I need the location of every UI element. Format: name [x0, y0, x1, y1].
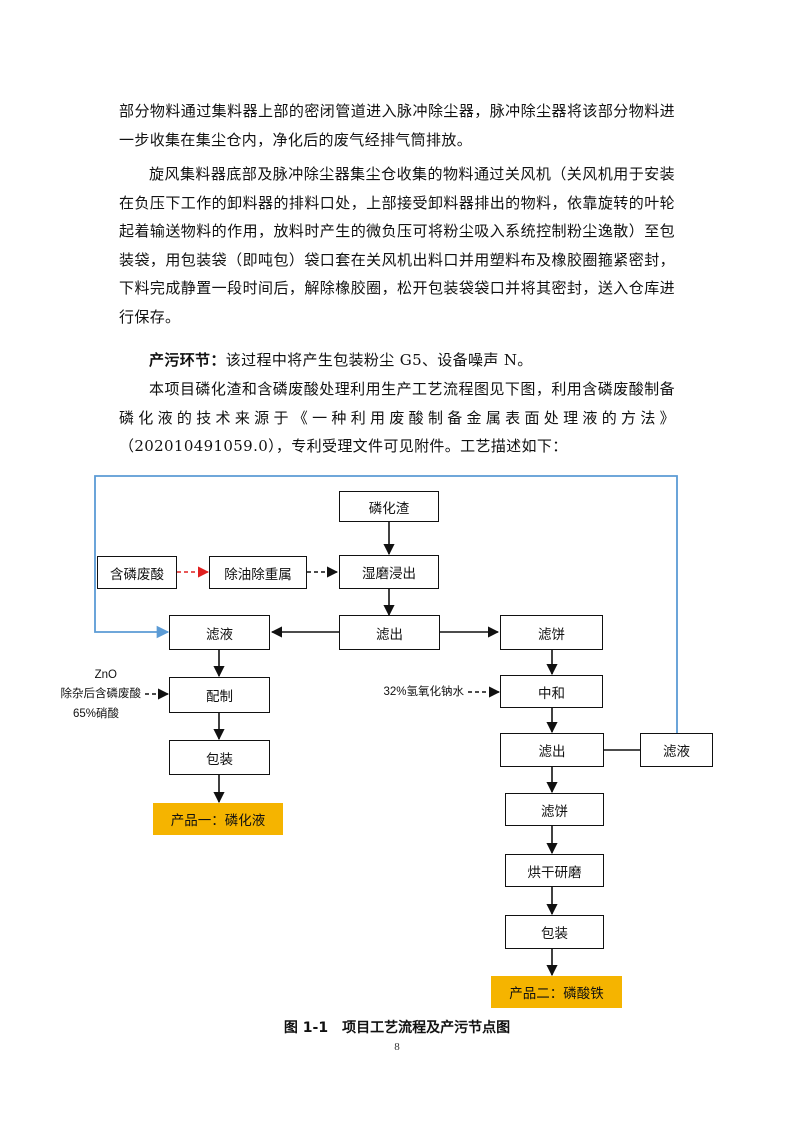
node-dry-grind: 烘干研磨 [505, 854, 604, 887]
node-wet-grind-leach: 湿磨浸出 [339, 555, 439, 589]
node-filtrate-left: 滤液 [169, 615, 270, 650]
recycle-line [94, 475, 678, 739]
node-filtrate-right: 滤液 [640, 733, 713, 767]
node-package-left: 包装 [169, 740, 270, 775]
node-degrease: 除油除重属 [209, 556, 307, 589]
node-filter-out-right: 滤出 [500, 733, 604, 767]
paragraph-dust-collector: 部分物料通过集料器上部的密闭管道进入脉冲除尘器，脉冲除尘器将该部分物料进一步收集… [119, 102, 675, 149]
page-number: 8 [394, 1041, 400, 1053]
node-phosphoric-waste-acid: 含磷废酸 [97, 556, 177, 589]
product-iron-phosphate: 产品二：磷酸铁 [491, 976, 622, 1008]
pollution-text: 该过程中将产生包装粉尘 G5、设备噪声 N。 [225, 351, 533, 369]
node-prepare: 配制 [169, 677, 270, 713]
figure-caption: 图 1-1 项目工艺流程及产污节点图 [283, 1020, 511, 1036]
node-filter-out-mid: 滤出 [339, 615, 440, 650]
pollution-label: 产污环节： [149, 351, 226, 369]
input-label-purified-acid: 除杂后含磷废酸 [60, 688, 142, 700]
node-neutralize: 中和 [500, 675, 603, 708]
node-package-right: 包装 [505, 915, 604, 949]
node-phosphating-residue: 磷化渣 [339, 491, 439, 522]
paragraph-air-lock: 旋风集料器底部及脉冲除尘器集尘仓收集的物料通过关风机（关风机用于安装在负压下工作… [119, 165, 675, 326]
paragraph-pollution: 产污环节：该过程中将产生包装粉尘 G5、设备噪声 N。 [119, 346, 675, 375]
product-phosphating-liquid: 产品一：磷化液 [153, 803, 283, 835]
paragraph-process-intro: 本项目磷化渣和含磷废酸处理利用生产工艺流程图见下图，利用含磷废酸制备磷化液的技术… [119, 380, 675, 456]
input-label-nitric-acid: 65%硝酸 [72, 708, 119, 720]
node-filter-cake-lower: 滤饼 [505, 793, 604, 826]
node-filter-cake-right: 滤饼 [500, 615, 603, 650]
input-label-naoh: 32%氢氧化钠水 [383, 686, 464, 698]
input-label-zno: ZnO [94, 669, 117, 681]
